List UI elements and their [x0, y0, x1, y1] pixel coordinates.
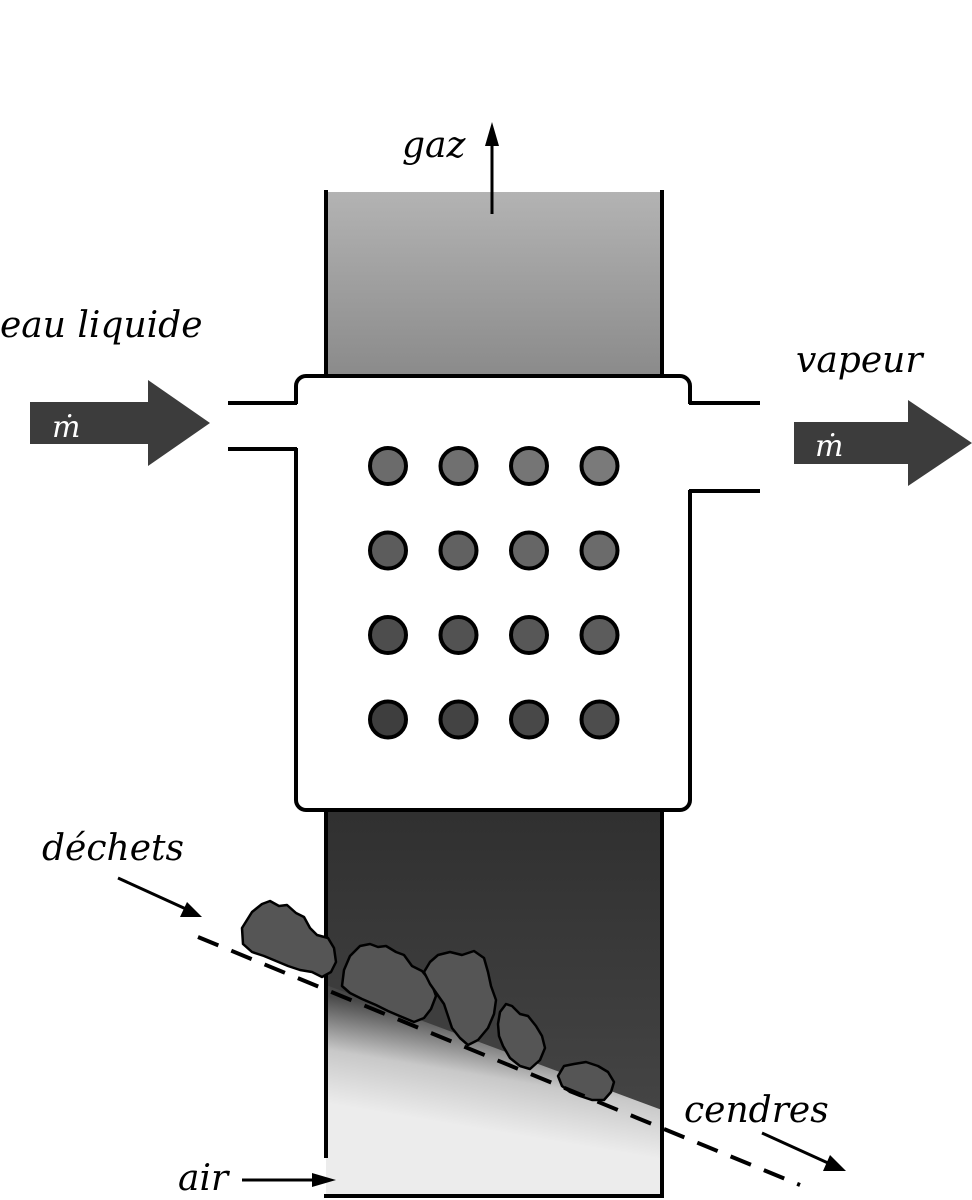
mass-flow-in-label: ṁ — [52, 410, 80, 445]
ash-label: cendres — [684, 1090, 829, 1131]
waste-piece — [240, 899, 338, 979]
waste-piece — [422, 949, 498, 1047]
tube-r2-c2 — [438, 530, 479, 571]
tube-r3-c3 — [509, 615, 549, 655]
tube-r4-c1 — [368, 699, 408, 740]
tube-r4-c4 — [579, 699, 620, 740]
ash-outlet-arrow — [761, 1131, 846, 1171]
tube-r4-c2 — [438, 699, 479, 740]
tube-r1-c3 — [509, 446, 549, 486]
tube-r2-c1 — [368, 530, 408, 571]
steam-label: vapeur — [796, 340, 924, 381]
waste-pile — [240, 899, 616, 1102]
tube-r3-c4 — [579, 615, 620, 655]
boiler-drum — [294, 374, 692, 812]
mass-flow-arrow-in: ṁ — [30, 380, 210, 466]
tube-bank — [368, 446, 620, 740]
gas-label: gaz — [402, 125, 467, 166]
air-label: air — [178, 1158, 230, 1199]
mass-flow-arrow-out: ṁ — [794, 400, 972, 486]
tube-r2-c3 — [509, 530, 549, 571]
grate-line — [197, 935, 801, 1187]
tube-r2-c4 — [579, 530, 620, 571]
waste-piece — [496, 1002, 547, 1071]
tube-r1-c2 — [438, 446, 479, 486]
waste-label: déchets — [42, 828, 184, 869]
waste-feed-arrow — [117, 876, 202, 917]
tube-r1-c1 — [368, 446, 408, 486]
flue-gas-section — [326, 192, 662, 378]
inlet-duct-gap — [290, 404, 302, 448]
tube-r4-c3 — [509, 699, 549, 740]
air-inlet-arrow — [242, 1173, 336, 1187]
tube-r3-c2 — [438, 615, 479, 655]
tube-r1-c4 — [579, 446, 620, 486]
outlet-duct-gap — [684, 404, 696, 490]
tube-r3-c1 — [368, 615, 408, 655]
gas-outlet-arrow — [485, 122, 499, 214]
liquid-water-label: eau liquide — [0, 305, 203, 346]
mass-flow-out-label: ṁ — [815, 429, 843, 464]
